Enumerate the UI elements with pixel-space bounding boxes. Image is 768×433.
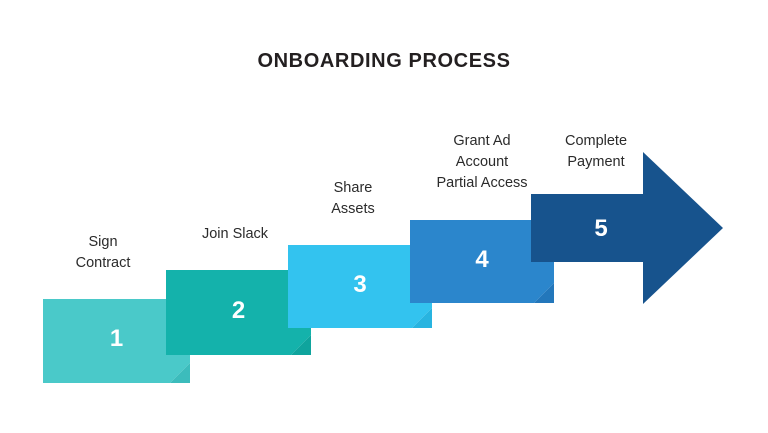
step-3-body <box>288 245 432 328</box>
step-2-body <box>166 270 311 355</box>
step-1-body <box>43 299 190 383</box>
step-5-number: 5 <box>594 215 608 242</box>
step-3-label: Share Assets <box>331 180 375 218</box>
step-4-label: Grant Ad Account Partial Access <box>436 133 528 192</box>
step-4-fold <box>534 283 554 303</box>
step-2-fold <box>291 335 311 355</box>
step-5-label: Complete Payment <box>564 133 628 171</box>
step-3-number: 3 <box>353 271 367 298</box>
step-5-shape[interactable] <box>531 152 723 304</box>
page-title: ONBOARDING PROCESS <box>257 50 511 72</box>
step-3-fold <box>412 308 432 328</box>
step-2-shape[interactable] <box>166 270 311 355</box>
step-2-label: Join Slack <box>201 226 269 242</box>
step-1-shape[interactable] <box>43 299 190 383</box>
step-4-body <box>410 220 554 303</box>
step-1-number: 1 <box>109 325 124 352</box>
step-1-label: Sign Contract <box>75 234 131 272</box>
step-1-fold <box>170 363 190 383</box>
step-2-number: 2 <box>231 297 246 324</box>
step-5-arrow <box>531 152 723 304</box>
step-3-shape[interactable] <box>288 245 432 328</box>
step-4-shape[interactable] <box>410 220 554 303</box>
step-4-number: 4 <box>475 246 489 273</box>
